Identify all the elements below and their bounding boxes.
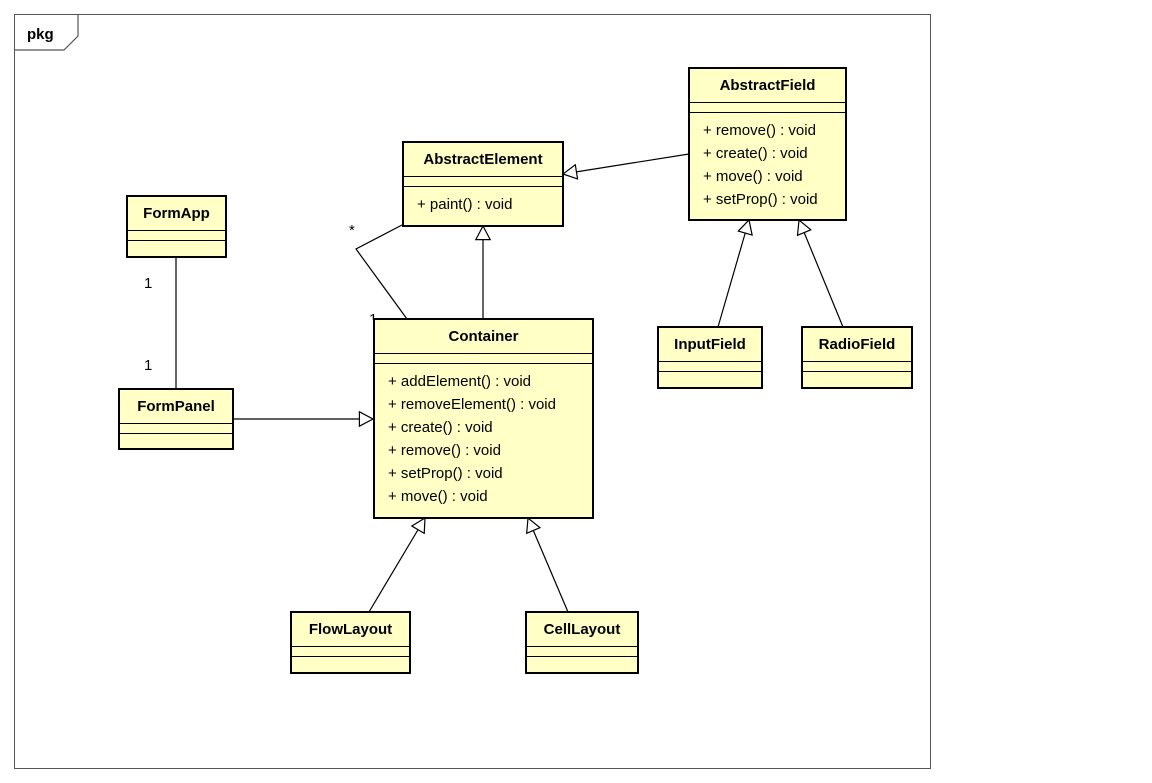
multiplicity-many: * (349, 222, 355, 239)
class-name: AbstractField (690, 69, 845, 103)
multiplicity-formapp-end: 1 (144, 275, 153, 292)
generalization-abstractfield-abstractelement (563, 153, 690, 174)
operations-compartment: + paint() : void (404, 187, 562, 216)
class-form-panel[interactable]: FormPanel (118, 388, 234, 450)
class-name: InputField (659, 328, 761, 362)
multiplicity-formpanel-end: 1 (144, 357, 153, 374)
operation: + paint() : void (417, 196, 513, 213)
class-name: FormApp (128, 197, 225, 231)
class-name: AbstractElement (404, 143, 562, 177)
class-form-app[interactable]: FormApp (126, 195, 227, 258)
attributes-compartment (292, 647, 409, 657)
class-flow-layout[interactable]: FlowLayout (290, 611, 411, 674)
operation: + create() : void (388, 419, 493, 436)
operation: + setProp() : void (388, 465, 503, 482)
attributes-compartment (120, 424, 232, 434)
attributes-compartment (375, 354, 592, 364)
package-frame (14, 14, 931, 769)
operation: + create() : void (703, 145, 808, 162)
class-container[interactable]: Container + addElement() : void + remove… (373, 318, 594, 519)
package-label: pkg (27, 26, 54, 43)
operation: + remove() : void (703, 122, 816, 139)
class-name: Container (375, 320, 592, 354)
attributes-compartment (404, 177, 562, 187)
class-abstract-element[interactable]: AbstractElement + paint() : void (402, 141, 564, 227)
attributes-compartment (803, 362, 911, 372)
package-frame-tab (14, 14, 79, 51)
class-input-field[interactable]: InputField (657, 326, 763, 389)
attributes-compartment (690, 103, 845, 113)
generalization-inputfield-abstractfield (717, 220, 749, 328)
class-name: FlowLayout (292, 613, 409, 647)
attributes-compartment (128, 231, 225, 241)
operation: + move() : void (388, 488, 488, 505)
attributes-compartment (659, 362, 761, 372)
generalization-flowlayout-container (368, 518, 425, 613)
class-name: FormPanel (120, 390, 232, 424)
operations-compartment: + remove() : void + create() : void + mo… (690, 113, 845, 211)
class-radio-field[interactable]: RadioField (801, 326, 913, 389)
operation: + move() : void (703, 168, 803, 185)
class-name: RadioField (803, 328, 911, 362)
operation: + removeElement() : void (388, 396, 556, 413)
operations-compartment: + addElement() : void + removeElement() … (375, 364, 592, 508)
class-abstract-field[interactable]: AbstractField + remove() : void + create… (688, 67, 847, 221)
association-container-abstractelement (355, 224, 408, 320)
class-cell-layout[interactable]: CellLayout (525, 611, 639, 674)
generalization-radiofield-abstractfield (799, 220, 844, 328)
generalization-celllayout-container (528, 518, 569, 613)
class-name: CellLayout (527, 613, 637, 647)
attributes-compartment (527, 647, 637, 657)
operation: + remove() : void (388, 442, 501, 459)
operation: + addElement() : void (388, 373, 531, 390)
operation: + setProp() : void (703, 191, 818, 208)
multiplicity-one: 1 (369, 311, 378, 320)
